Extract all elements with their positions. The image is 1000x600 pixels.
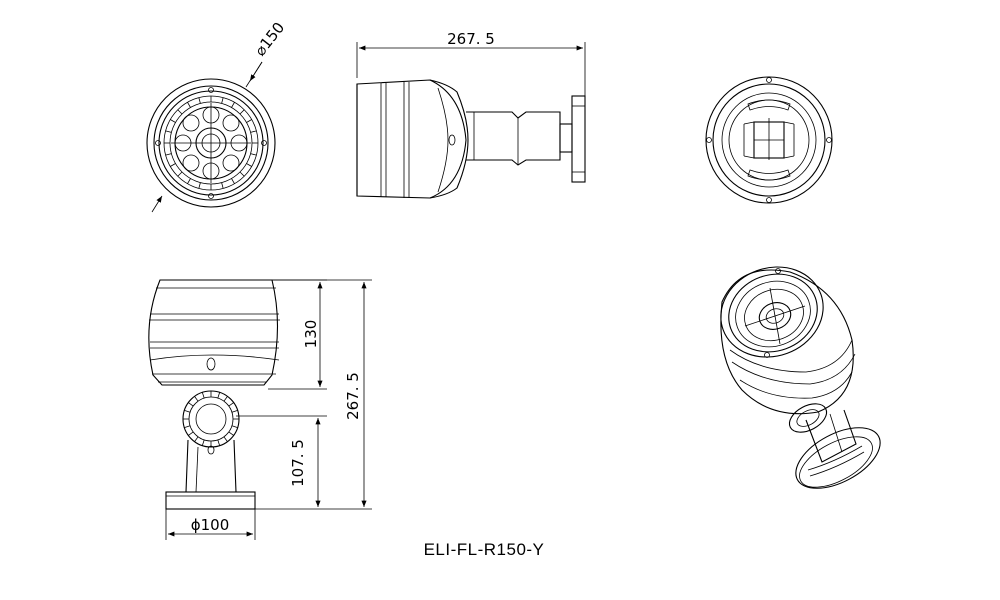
tick-mark <box>170 163 176 167</box>
bracket-height-label: 107. 5 <box>289 439 307 487</box>
tick-mark <box>217 392 221 399</box>
tick-mark <box>198 97 201 104</box>
total-height-label: 267. 5 <box>344 372 362 420</box>
tick-mark <box>187 178 191 184</box>
tick-mark <box>231 178 235 184</box>
tick-mark <box>221 97 224 104</box>
tick-mark <box>250 130 257 133</box>
tick-mark <box>223 396 228 402</box>
tick-mark <box>239 171 245 177</box>
tick-mark <box>239 109 245 115</box>
tick-mark <box>250 153 257 156</box>
tick-mark <box>170 119 176 123</box>
side-view: 130 267. 5 107. 5 ϕ100 <box>148 279 372 540</box>
tick-mark <box>223 436 228 442</box>
body-height-label: 130 <box>302 320 320 349</box>
tick-mark <box>201 439 205 446</box>
tick-mark <box>187 102 191 108</box>
tick-mark <box>177 109 183 115</box>
base-diameter-label: ϕ100 <box>191 516 230 534</box>
top-length-label: 267. 5 <box>447 30 495 48</box>
tick-mark <box>217 439 221 446</box>
tick-mark <box>246 163 252 167</box>
tick-mark <box>198 182 201 189</box>
tick-mark <box>231 102 235 108</box>
front-diameter-label: ⌀150 <box>251 19 288 60</box>
model-label: ELI-FL-R150-Y <box>423 540 545 559</box>
top-view: 267. 5 <box>356 30 586 199</box>
tick-mark <box>188 402 194 407</box>
tick-mark <box>221 182 224 189</box>
tick-mark <box>165 130 172 133</box>
tick-mark <box>177 171 183 177</box>
tick-mark <box>188 431 194 436</box>
tick-mark <box>231 409 238 413</box>
isometric-view <box>720 266 881 489</box>
tick-mark <box>184 409 191 413</box>
tick-mark <box>201 392 205 399</box>
tick-mark <box>228 431 234 436</box>
rear-view <box>705 76 833 204</box>
tick-mark <box>194 396 199 402</box>
tick-mark <box>231 425 238 429</box>
tick-mark <box>228 402 234 407</box>
tick-mark <box>165 153 172 156</box>
tick-mark <box>194 436 199 442</box>
tick-mark <box>184 425 191 429</box>
tick-mark <box>246 119 252 123</box>
front-view: ⌀150 <box>146 19 288 213</box>
